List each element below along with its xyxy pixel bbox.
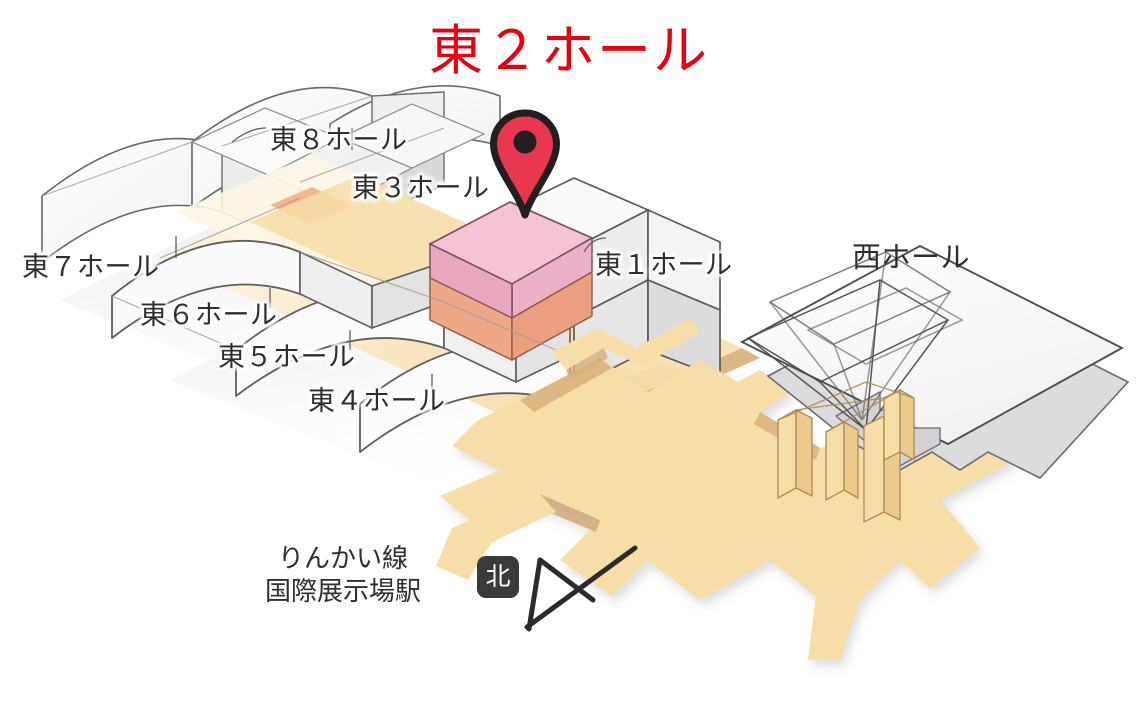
- hall-label-east-7[interactable]: 東７ホール: [22, 252, 160, 282]
- east-hall-wireframe: [41, 95, 701, 443]
- west-hall-beams: [777, 381, 915, 433]
- hall-label-east-8[interactable]: 東８ホール: [270, 125, 408, 155]
- pin-center-dot: [513, 130, 537, 154]
- station-label[interactable]: りんかい線 国際展示場駅: [265, 542, 421, 607]
- west-hall-group[interactable]: [739, 244, 1130, 524]
- north-arrow-icon: [524, 545, 638, 632]
- hall-label-west[interactable]: 西ホール: [852, 242, 971, 274]
- hall-label-east-6[interactable]: 東６ホール: [140, 300, 278, 330]
- highlighted-hall-east-2[interactable]: [428, 201, 594, 362]
- hall-label-east-3[interactable]: 東３ホール: [352, 173, 490, 203]
- west-hall-roof-wireframe: [746, 251, 964, 431]
- hall-label-east-1[interactable]: 東１ホール: [595, 250, 733, 280]
- hall-label-east-4[interactable]: 東４ホール: [308, 386, 446, 416]
- station-line-name: りんかい線: [278, 543, 409, 573]
- walkway-station-arm: [436, 494, 556, 580]
- station-station-name: 国際展示場駅: [265, 575, 422, 606]
- page-title: 東２ホール: [429, 21, 709, 81]
- hall-label-east-5[interactable]: 東５ホール: [218, 342, 356, 372]
- north-badge: 北: [477, 556, 519, 598]
- walkway-north-branch: [552, 318, 700, 380]
- location-pin-marker[interactable]: [487, 108, 563, 220]
- label-leader-lines: [175, 127, 607, 392]
- pin-body: [490, 109, 560, 219]
- west-hall-pillars: [777, 388, 915, 524]
